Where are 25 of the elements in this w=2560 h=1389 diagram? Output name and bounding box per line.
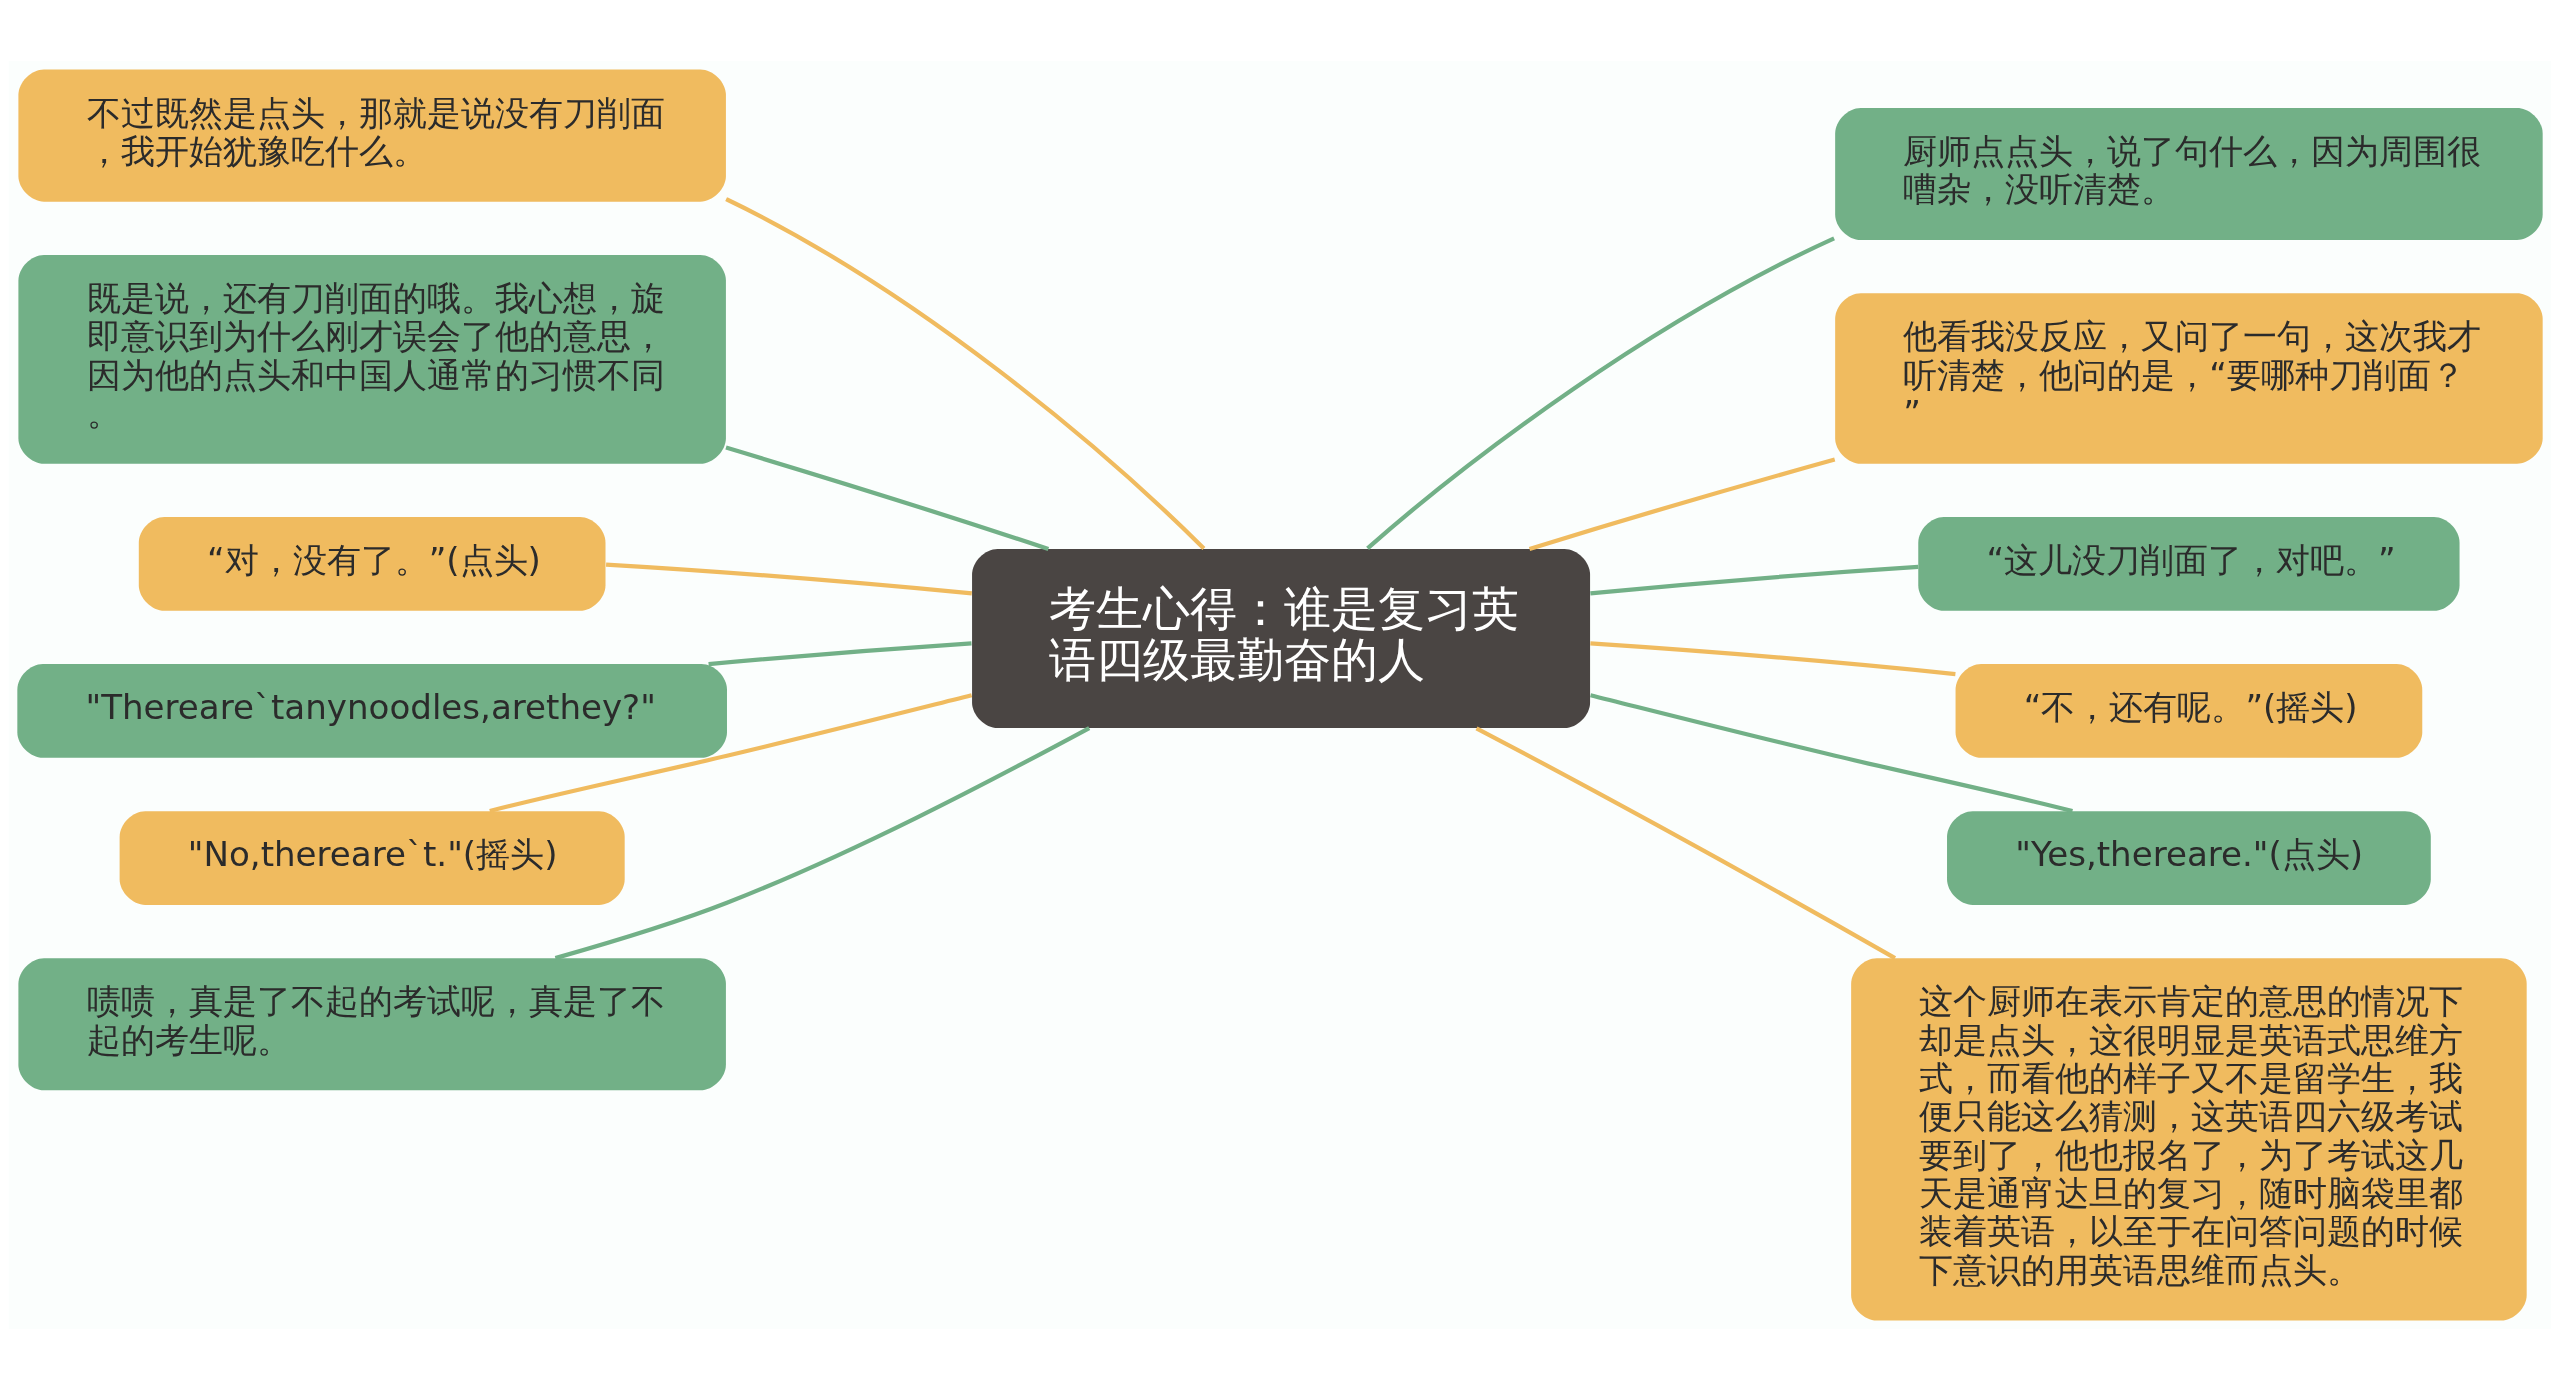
node-box: 这个厨师在表示肯定的意思的情况下却是点头，这很明显是英语式思维方式，而看他的样子又不是留学生，我便只能这么猜测，这英语四六级考试要到了，他也报名了，为了考试这几天是通宵达旦的复习，随时脑袋里都装着英语，以至于在问答问题的时候下意识的用英语思维而点头。 [1851,957,2527,1320]
connector [708,640,972,666]
node-box: “这儿没刀削面了，对吧。” [1918,516,2460,611]
node-box: 厨师点点头，说了句什么，因为周围很嘈杂，没听清楚。 [1835,107,2543,240]
node-box: “对，没有了。”(点头) [138,516,606,611]
connector [1590,640,1956,676]
node-box: "Yes,thereare."(点头) [1947,810,2431,905]
node-box: 他看我没反应，又问了一句，这次我才听清楚，他问的是，“要哪种刀削面？” [1835,292,2543,464]
connector [725,445,1050,551]
connector [554,725,1091,960]
node-box: 不过既然是点头，那就是说没有刀削面，我开始犹豫吃什么。 [18,69,726,202]
connector [1590,564,1919,595]
node-box: 啧啧，真是了不起的考试呢，真是了不起的考生呢。 [18,957,726,1090]
node-box: "No,thereare`t."(摇头) [119,810,625,905]
connector [724,196,1206,550]
node-box: “不，还有呢。”(摇头) [1955,663,2423,758]
connector [1366,235,1836,550]
connector [1590,692,2073,813]
connector [1528,456,1836,551]
node-box: "Thereare`tanynoodles,arethey?" [17,663,727,758]
connector [489,692,973,813]
node-box: 既是说，还有刀削面的哦。我心想，旋即意识到为什么刚才误会了他的意思，因为他的点头和中国人通常的习惯不同。 [18,254,726,464]
connector [605,562,972,596]
connector [1475,725,1897,960]
node-box: 考生心得：谁是复习英语四级最勤奋的人 [972,548,1591,728]
